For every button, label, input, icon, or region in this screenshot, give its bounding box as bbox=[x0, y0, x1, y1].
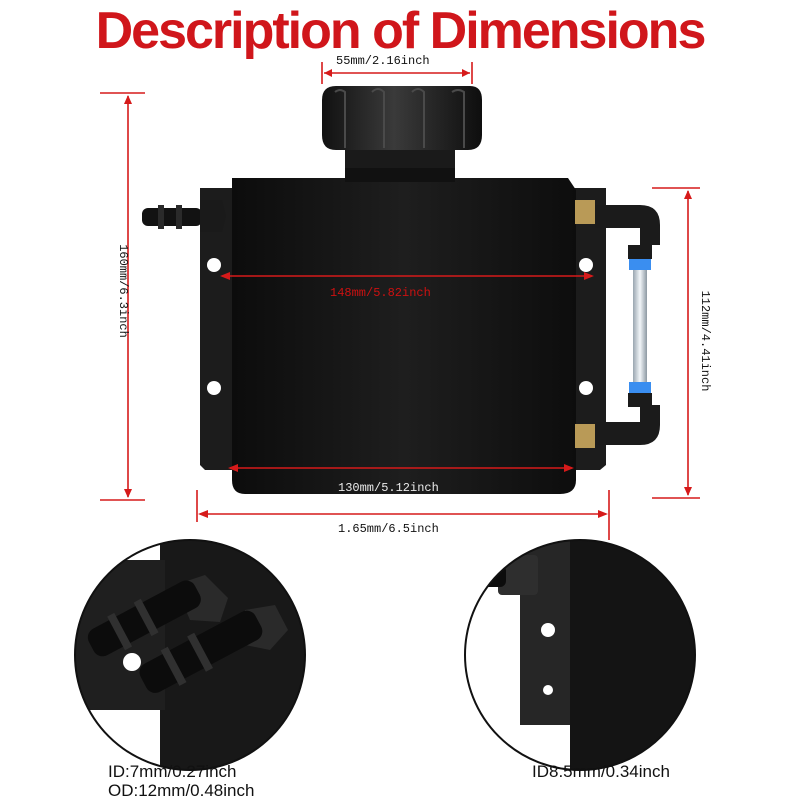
dimension-arrows bbox=[100, 62, 700, 540]
mounting-bracket-left bbox=[200, 188, 240, 470]
total-height-label: 160mm/6.3inch bbox=[116, 244, 130, 338]
bottom-width-label: 130mm/5.12inch bbox=[338, 481, 439, 495]
page-title: Description of Dimensions bbox=[95, 2, 707, 60]
cap-width-label: 55mm/2.16inch bbox=[336, 54, 430, 68]
reservoir-cap bbox=[322, 86, 482, 172]
inlet-barb-fitting bbox=[142, 200, 226, 232]
inlet-spec-id: ID:7mm/0.27inch bbox=[108, 762, 237, 781]
sight-level-tube bbox=[575, 200, 660, 448]
outlet-spec-id: ID8.5mm/0.34inch bbox=[532, 762, 670, 781]
overall-width-label: 1.65mm/6.5inch bbox=[338, 522, 439, 536]
inlet-spec-od: OD:12mm/0.48inch bbox=[108, 781, 255, 800]
zoom-detail-inlet bbox=[74, 539, 306, 771]
reservoir-tank bbox=[232, 178, 576, 494]
inner-width-label: 148mm/5.82inch bbox=[330, 286, 431, 300]
side-height-label: 112mm/4.41inch bbox=[698, 290, 712, 392]
zoom-detail-outlet bbox=[464, 539, 696, 771]
